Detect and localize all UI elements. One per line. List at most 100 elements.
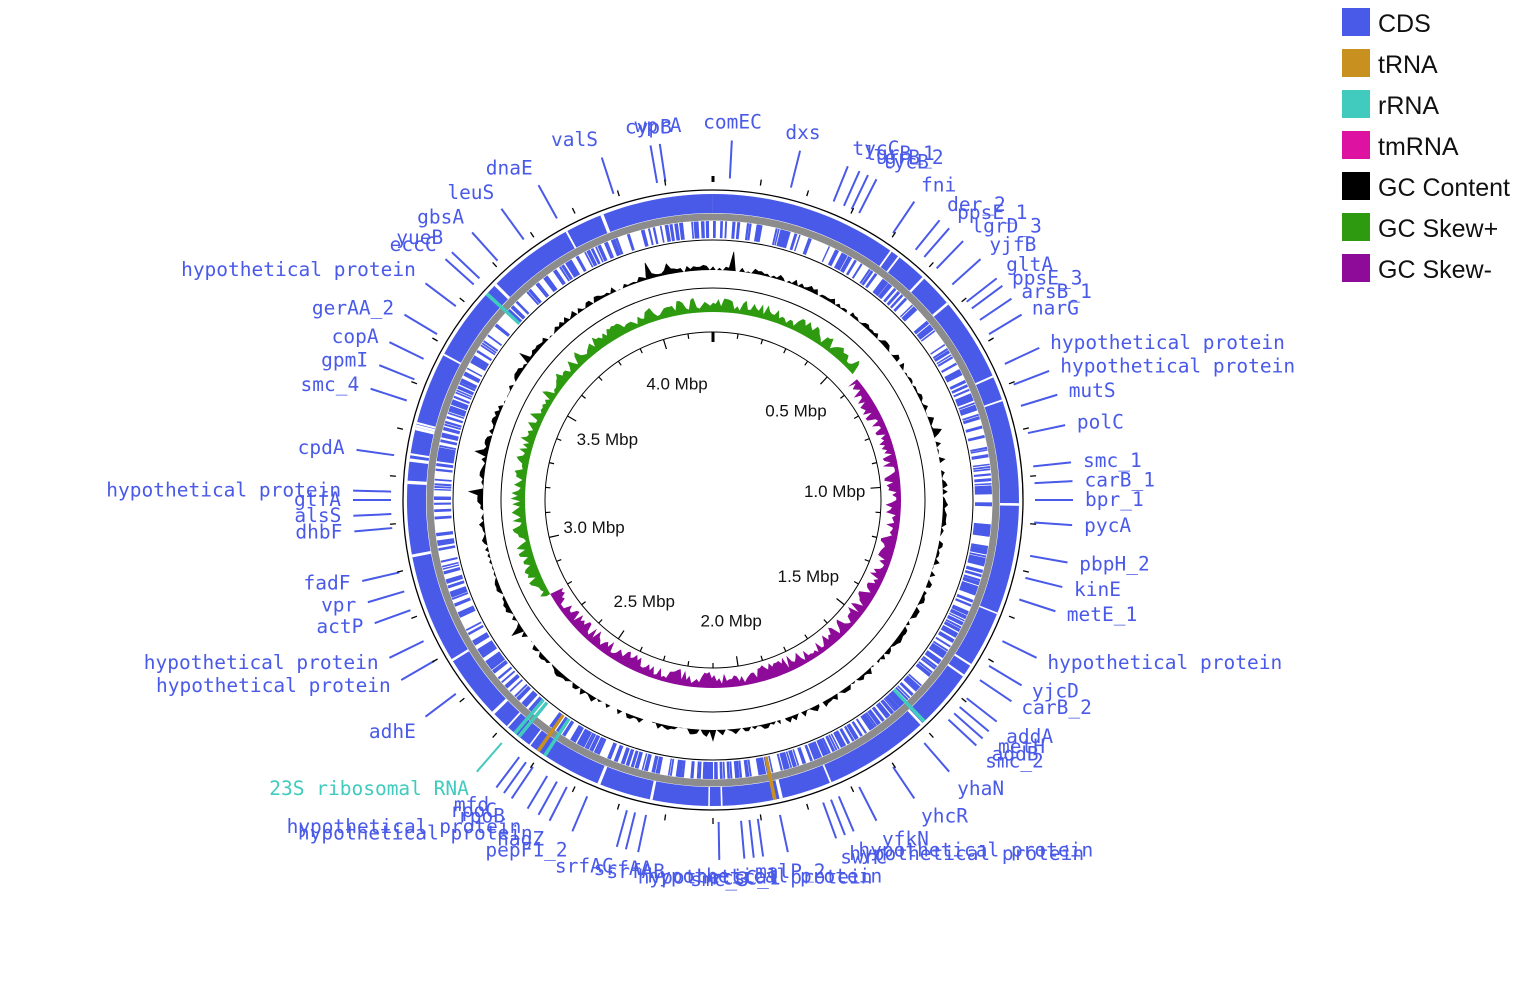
inner-cds-feature: [880, 699, 895, 715]
gene-label: copA: [332, 325, 379, 348]
gene-leader-line: [988, 664, 1023, 687]
gene-leader-line: [354, 527, 393, 533]
inner-cds-feature: [510, 305, 526, 320]
inner-cds-feature: [463, 372, 481, 384]
inner-cds-feature: [735, 760, 740, 778]
inner-cds-feature: [446, 416, 464, 424]
inner-cds-feature: [959, 585, 977, 594]
inner-cds-feature: [733, 761, 738, 779]
inner-cds-feature: [435, 468, 453, 473]
gene-leader-line: [503, 761, 527, 794]
inner-cds-feature: [504, 674, 520, 689]
scale-label: 2.0 Mbp: [700, 612, 761, 631]
inner-cds-feature: [915, 664, 930, 677]
outer-ruler-tick: [492, 732, 498, 738]
inner-cds-feature: [603, 242, 613, 259]
inner-cds-feature: [905, 675, 921, 690]
inner-cds-feature: [478, 641, 495, 654]
inner-cds-feature: [937, 632, 954, 644]
gc-content-track: [467, 251, 949, 742]
inner-cds-feature: [928, 646, 945, 659]
rna-marker: [764, 756, 777, 801]
inner-cds-feature: [951, 384, 969, 394]
gene-leader-line: [858, 786, 878, 822]
inner-cds-feature: [875, 703, 889, 719]
inner-cds-feature: [833, 252, 845, 270]
rna-marker: [536, 714, 565, 753]
inner-cds-feature: [724, 221, 728, 239]
inner-cds-feature: [486, 652, 503, 666]
inner-cds-feature: [483, 340, 499, 352]
inner-cds-feature: [825, 735, 836, 753]
ruler-tick: [853, 415, 859, 420]
gene-leader-line: [717, 821, 721, 860]
gene-label: smc_4: [300, 373, 359, 396]
inner-cds-feature: [904, 677, 919, 691]
inner-cds-feature: [959, 587, 976, 596]
gene-leader-line: [935, 240, 964, 270]
inner-cds-feature: [492, 660, 507, 672]
outer-cds-gap: [984, 399, 1003, 408]
inner-cds-feature: [722, 761, 726, 779]
inner-cds-feature: [953, 388, 970, 398]
outer-cds-gap: [407, 480, 427, 485]
inner-cds-feature: [504, 674, 519, 687]
inner-cds-feature: [647, 228, 654, 246]
inner-cds-feature: [967, 434, 985, 442]
inner-cds-feature: [675, 759, 682, 777]
outer-ruler-tick: [759, 814, 762, 821]
inner-cds-feature: [465, 621, 482, 631]
ruler-tick: [662, 655, 666, 661]
gene-label: srfAA: [594, 857, 653, 880]
inner-cds-feature: [916, 324, 932, 338]
inner-cds-feature: [744, 223, 750, 241]
gene-label: hypothetical protein: [1050, 331, 1285, 354]
gene-label: rpoB: [458, 804, 505, 827]
gene-label: wprA: [635, 114, 682, 137]
scale-label: 2.5 Mbp: [614, 592, 675, 611]
inner-cds-feature: [655, 756, 661, 774]
gene-label: actP: [316, 615, 363, 638]
gene-label: gtfA: [294, 488, 341, 511]
gene-leader-line: [1027, 424, 1066, 435]
gene-label: hypothetical protein: [647, 864, 882, 887]
gene-leader-line: [966, 277, 998, 303]
inner-cds-feature: [434, 478, 452, 482]
legend-swatch: [1342, 8, 1370, 36]
inner-cds-feature: [719, 221, 724, 239]
inner-cds-feature: [871, 706, 885, 722]
gene-label: cpdA: [298, 436, 345, 459]
inner-cds-feature: [901, 306, 917, 321]
inner-cds-ring: [433, 220, 992, 801]
gene-label: tycB: [882, 151, 929, 174]
legend-label: tRNA: [1378, 51, 1438, 79]
inner-cds-feature: [908, 673, 922, 687]
inner-cds-feature: [833, 731, 844, 748]
inner-cds-feature: [973, 525, 991, 530]
inner-cds-feature: [434, 485, 452, 489]
rna-marker: [513, 698, 545, 735]
inner-cds-feature: [437, 450, 456, 457]
gene-label: bpr_1: [1085, 488, 1144, 511]
inner-cds-feature: [674, 223, 681, 241]
outer-cds-gap: [720, 786, 723, 806]
outer-ruler-tick: [961, 297, 967, 303]
inner-cds-feature: [771, 228, 778, 246]
inner-cds-feature: [918, 326, 934, 340]
legend-swatch: [1342, 254, 1370, 282]
gene-leader-line: [600, 157, 615, 195]
inner-cds-feature: [526, 291, 540, 306]
inner-cds-feature: [936, 354, 952, 365]
gene-leader-line: [778, 814, 789, 853]
gene-leader-line: [756, 818, 765, 857]
inner-cds-feature: [935, 636, 951, 648]
inner-cds-feature: [620, 747, 628, 764]
gene-leader-line: [649, 145, 659, 184]
inner-cds-feature: [874, 280, 888, 296]
gene-label: hypothetical protein: [849, 842, 1084, 865]
outer-ruler-tick: [988, 337, 994, 342]
inner-cds-feature: [842, 257, 853, 273]
outer-ruler-tick: [891, 762, 897, 769]
gene-leader-line: [356, 448, 395, 457]
inner-cds-feature: [788, 750, 795, 768]
